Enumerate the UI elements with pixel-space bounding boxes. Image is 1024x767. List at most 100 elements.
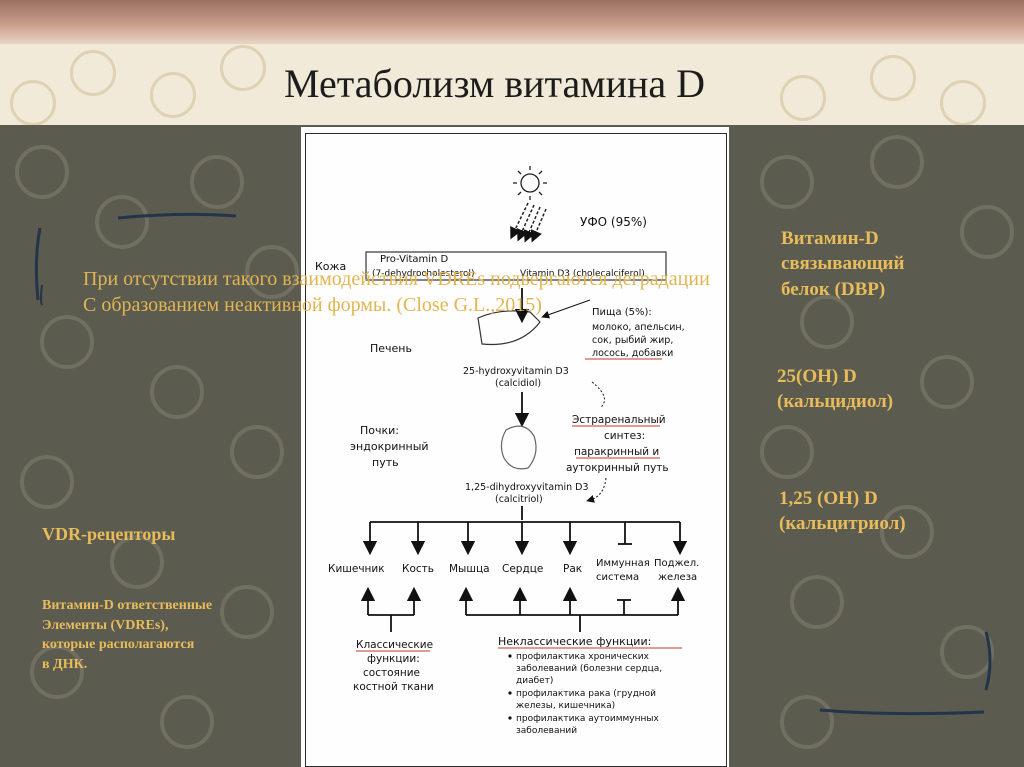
header-decorative-band <box>0 0 1024 44</box>
overlay-text-line1: При отсутствии такого взаимодействия VDR… <box>83 268 710 290</box>
kidney-label: эндокринный <box>350 440 429 453</box>
calcidiol-label: 25(OH) D (кальцидиол) <box>777 364 893 415</box>
swirl-ornament <box>940 625 994 679</box>
target-label: Кость <box>402 563 434 575</box>
classic-functions: костной ткани <box>353 681 434 693</box>
kidney-label: путь <box>372 456 399 469</box>
swirl-ornament <box>760 425 814 479</box>
label-line: белок (DBP) <box>781 278 886 300</box>
vdr-heading: VDR-рецепторы <box>42 524 176 544</box>
vitamin-d3-label: Vitamin D3 (cholecalciferol) <box>520 269 645 279</box>
target-label: Иммунная <box>596 558 650 569</box>
bullet <box>508 716 512 720</box>
nonclassic-item: заболеваний (болезни сердца, <box>516 664 662 674</box>
swirl-ornament <box>10 80 56 125</box>
label-line: 1,25 (OH) D <box>779 488 878 509</box>
calcidiol-line2: (calcidiol) <box>495 378 541 389</box>
swirl-ornament <box>220 45 266 91</box>
swirl-ornament <box>960 205 1014 259</box>
slide-header-background <box>0 0 1024 125</box>
bullet <box>508 654 512 658</box>
skin-label: Кожа <box>315 260 346 273</box>
label-line: Витамин-D <box>781 228 879 249</box>
extrarenal-label: синтез: <box>604 430 645 442</box>
target-label: Поджел. <box>654 558 699 569</box>
nonclassic-item: профилактика аутоиммунных <box>516 714 659 724</box>
label-line: (кальцидиол) <box>777 391 894 413</box>
extrarenal-label: Эстраренальный <box>572 414 666 426</box>
swirl-ornament <box>220 585 274 639</box>
nonclassic-item: заболеваний <box>516 726 577 736</box>
vdre-text: Витамин-D ответственные Элементы (VDREs)… <box>42 596 212 674</box>
liver-icon <box>477 310 541 346</box>
provitamin-sub-label: (7-dehydrocholesterol) <box>372 269 474 279</box>
target-label: железа <box>658 572 697 583</box>
swirl-ornament <box>940 80 986 125</box>
swirl-ornament <box>760 155 814 209</box>
extrarenal-label: паракринный и <box>574 446 659 458</box>
function-arrows <box>360 586 686 632</box>
swirl-ornament <box>870 135 924 189</box>
swirl-ornament <box>20 455 74 509</box>
swirl-ornament <box>190 155 244 209</box>
kidney-label: Почки: <box>360 424 399 437</box>
classic-functions: состояние <box>363 667 420 679</box>
swirl-ornament <box>880 505 934 559</box>
food-line: молоко, апельсин, <box>592 322 685 333</box>
swirl-ornament <box>15 145 69 199</box>
text-line: которые располагаются <box>42 637 195 653</box>
skin-layer-icon <box>365 251 667 281</box>
swirl-ornament <box>245 245 299 299</box>
label-line: (кальцитриол) <box>779 513 906 535</box>
dashed-arrow <box>591 381 605 409</box>
label-line: 25(OH) D <box>777 366 857 387</box>
swirl-ornament <box>150 365 204 419</box>
kidney-icon <box>500 425 537 470</box>
nonclassic-item: профилактика рака (грудной <box>516 689 656 699</box>
label-line: связывающий <box>781 253 905 275</box>
calcitriol-label: 1,25 (OH) D (кальцитриол) <box>779 486 906 537</box>
sun-icon <box>513 166 547 200</box>
target-label: Мышца <box>449 563 490 575</box>
overlay-text-line2: С образованием неактивной формы. (Close … <box>83 294 542 316</box>
calcidiol-line1: 25-hydroxyvitamin D3 <box>463 366 569 377</box>
liver-label: Печень <box>370 342 412 355</box>
swirl-ornament <box>30 645 84 699</box>
nonclassic-item: железы, кишечника) <box>516 701 615 711</box>
swirl-ornament <box>230 425 284 479</box>
provitamin-label: Pro-Vitamin D <box>380 254 449 265</box>
swirl-ornament <box>800 295 854 349</box>
nonclassic-item: диабет) <box>516 676 553 686</box>
swirl-ornament <box>920 355 974 409</box>
target-label: Рак <box>563 563 582 575</box>
dbp-label: Витамин-D связывающий белок (DBP) <box>781 226 904 302</box>
calcitriol-line2: (calcitriol) <box>495 494 543 505</box>
text-line: Витамин-D ответственные <box>42 598 213 613</box>
calcitriol-line1: 1,25-dihydroxyvitamin D3 <box>465 482 589 493</box>
red-underlines <box>356 358 682 652</box>
target-label: система <box>596 572 639 583</box>
slide-title: Метаболизм витамина D <box>284 61 706 106</box>
uvb-label: УФО (95%) <box>580 215 647 229</box>
swirl-ornament <box>780 75 826 121</box>
food-arrow <box>541 299 591 319</box>
swirl-ornament <box>150 72 196 118</box>
uv-rays-icon <box>510 202 547 243</box>
swirl-ornament <box>110 535 164 589</box>
bullet <box>508 691 512 695</box>
classic-functions: функции: <box>367 653 420 665</box>
food-title: Пища (5%): <box>592 307 652 318</box>
swirl-ornament <box>780 695 834 749</box>
food-line: лосось, добавки <box>592 348 673 359</box>
target-label: Кишечник <box>328 563 385 575</box>
text-line: в ДНК. <box>42 656 88 672</box>
swirl-ornament <box>95 195 149 249</box>
food-line: сок, рыбий жир, <box>592 335 673 346</box>
target-label: Сердце <box>502 563 543 575</box>
nonclassic-list: профилактика хронических заболеваний (бо… <box>508 652 662 736</box>
nonclassic-item: профилактика хронических <box>516 652 650 662</box>
classic-functions: Классические <box>356 639 433 651</box>
nonclassic-title: Неклассические функции: <box>498 635 651 648</box>
swirl-ornament <box>40 315 94 369</box>
